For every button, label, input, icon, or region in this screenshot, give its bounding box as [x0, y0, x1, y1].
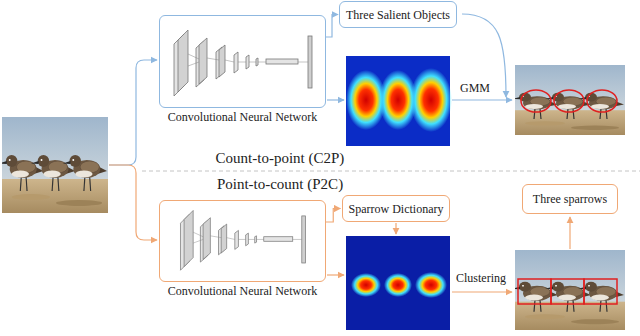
- network-box: Convolutional Neural Network: [159, 15, 326, 108]
- branch-line: [109, 60, 157, 165]
- flow-arrow: [395, 223, 396, 234]
- step-label: GMM: [460, 82, 490, 96]
- result-box: Three Salient Objects: [339, 1, 457, 28]
- flow-arrow: [327, 274, 344, 275]
- branch-line: [109, 165, 157, 240]
- flow-arrow: [452, 99, 512, 100]
- network-box: Convolutional Neural Network: [159, 200, 326, 282]
- heatmap: [346, 56, 452, 146]
- detection-ellipse: [521, 90, 617, 112]
- node-text: Convolutional Neural Network: [140, 284, 345, 298]
- separator-line: [142, 171, 640, 172]
- flow-arrow: [327, 99, 344, 100]
- heatmap: [346, 236, 450, 330]
- connector-arrow: [326, 209, 341, 223]
- node-text: Sparrow Dictionary: [349, 202, 444, 216]
- branch-title: Count-to-point (C2P): [190, 150, 370, 167]
- node-text: Three Salient Objects: [346, 8, 450, 22]
- node-text: Three sparrows: [533, 192, 607, 206]
- output-photo: [512, 65, 625, 135]
- input-photo: [0, 117, 108, 213]
- cnn-drawing: [174, 30, 312, 96]
- flow-arrow: [569, 217, 570, 249]
- node-text: Convolutional Neural Network: [140, 110, 345, 124]
- detection-box: [518, 279, 617, 304]
- step-label: Clustering: [456, 272, 506, 286]
- output-photo: [512, 250, 625, 330]
- result-box: Three sparrows: [522, 184, 618, 214]
- connector-arrow: [326, 15, 338, 38]
- dictionary-box: Sparrow Dictionary: [342, 195, 451, 222]
- cnn-drawing: [180, 210, 305, 270]
- branch-title: Point-to-count (P2C): [190, 176, 370, 193]
- flow-arrow: [452, 291, 512, 292]
